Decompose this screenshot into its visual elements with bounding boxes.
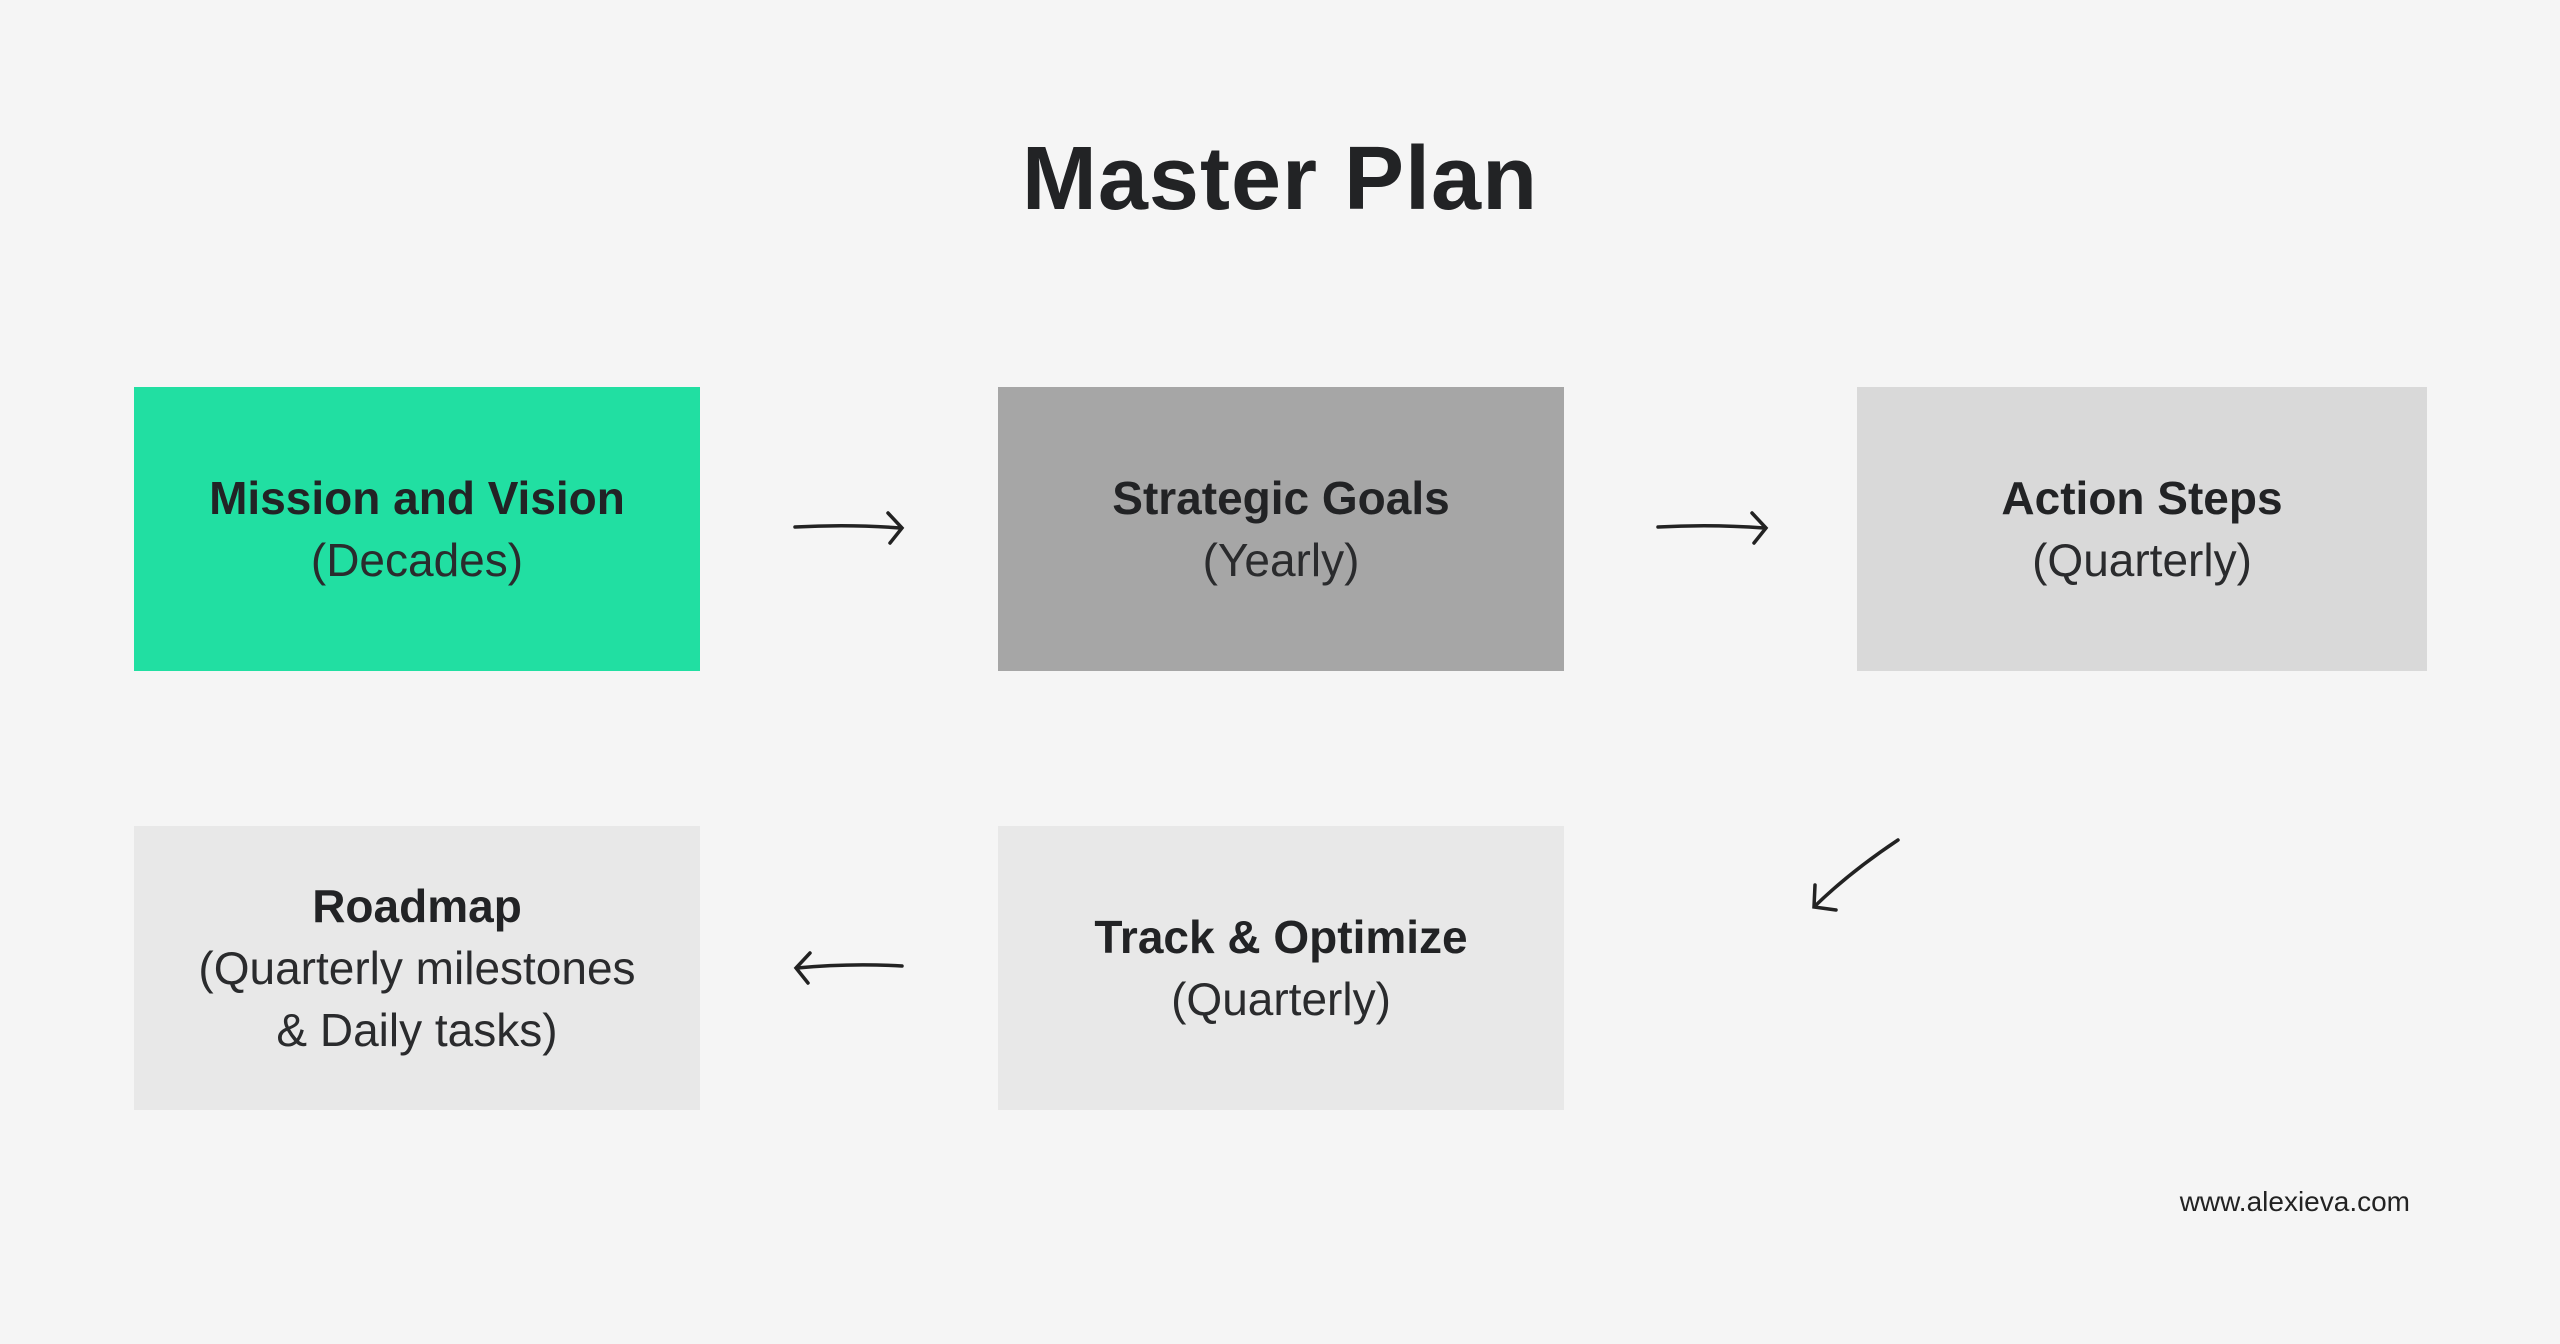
box-heading: Action Steps	[2001, 472, 2283, 524]
box-subtext-2: & Daily tasks)	[276, 1004, 558, 1056]
box-heading: Roadmap	[312, 880, 522, 932]
arrow-left-icon	[793, 951, 904, 985]
box-roadmap: Roadmap (Quarterly milestones & Daily ta…	[134, 826, 700, 1110]
box-subtext: (Quarterly)	[2032, 534, 2252, 586]
box-subtext: (Quarterly milestones	[198, 942, 636, 994]
box-subtext: (Decades)	[310, 534, 524, 586]
website-url: www.alexieva.com	[2179, 1186, 2410, 1217]
box-heading: Mission and Vision	[209, 472, 625, 524]
box-track-and-optimize: Track & Optimize (Quarterly)	[998, 826, 1564, 1110]
box-strategic-goals: Strategic Goals (Yearly)	[998, 387, 1564, 671]
box-action-steps: Action Steps (Quarterly)	[1857, 387, 2427, 671]
box-subtext: (Yearly)	[1202, 534, 1360, 586]
page-title: Master Plan	[1021, 129, 1539, 229]
box-heading: Track & Optimize	[1094, 911, 1468, 963]
box-subtext: (Quarterly)	[1171, 973, 1391, 1025]
arrow-right-icon	[1656, 511, 1769, 545]
arrow-down-left-icon	[1812, 838, 1900, 912]
box-mission-and-vision: Mission and Vision (Decades)	[134, 387, 700, 671]
arrow-right-icon	[793, 511, 905, 545]
box-heading: Strategic Goals	[1112, 472, 1450, 524]
